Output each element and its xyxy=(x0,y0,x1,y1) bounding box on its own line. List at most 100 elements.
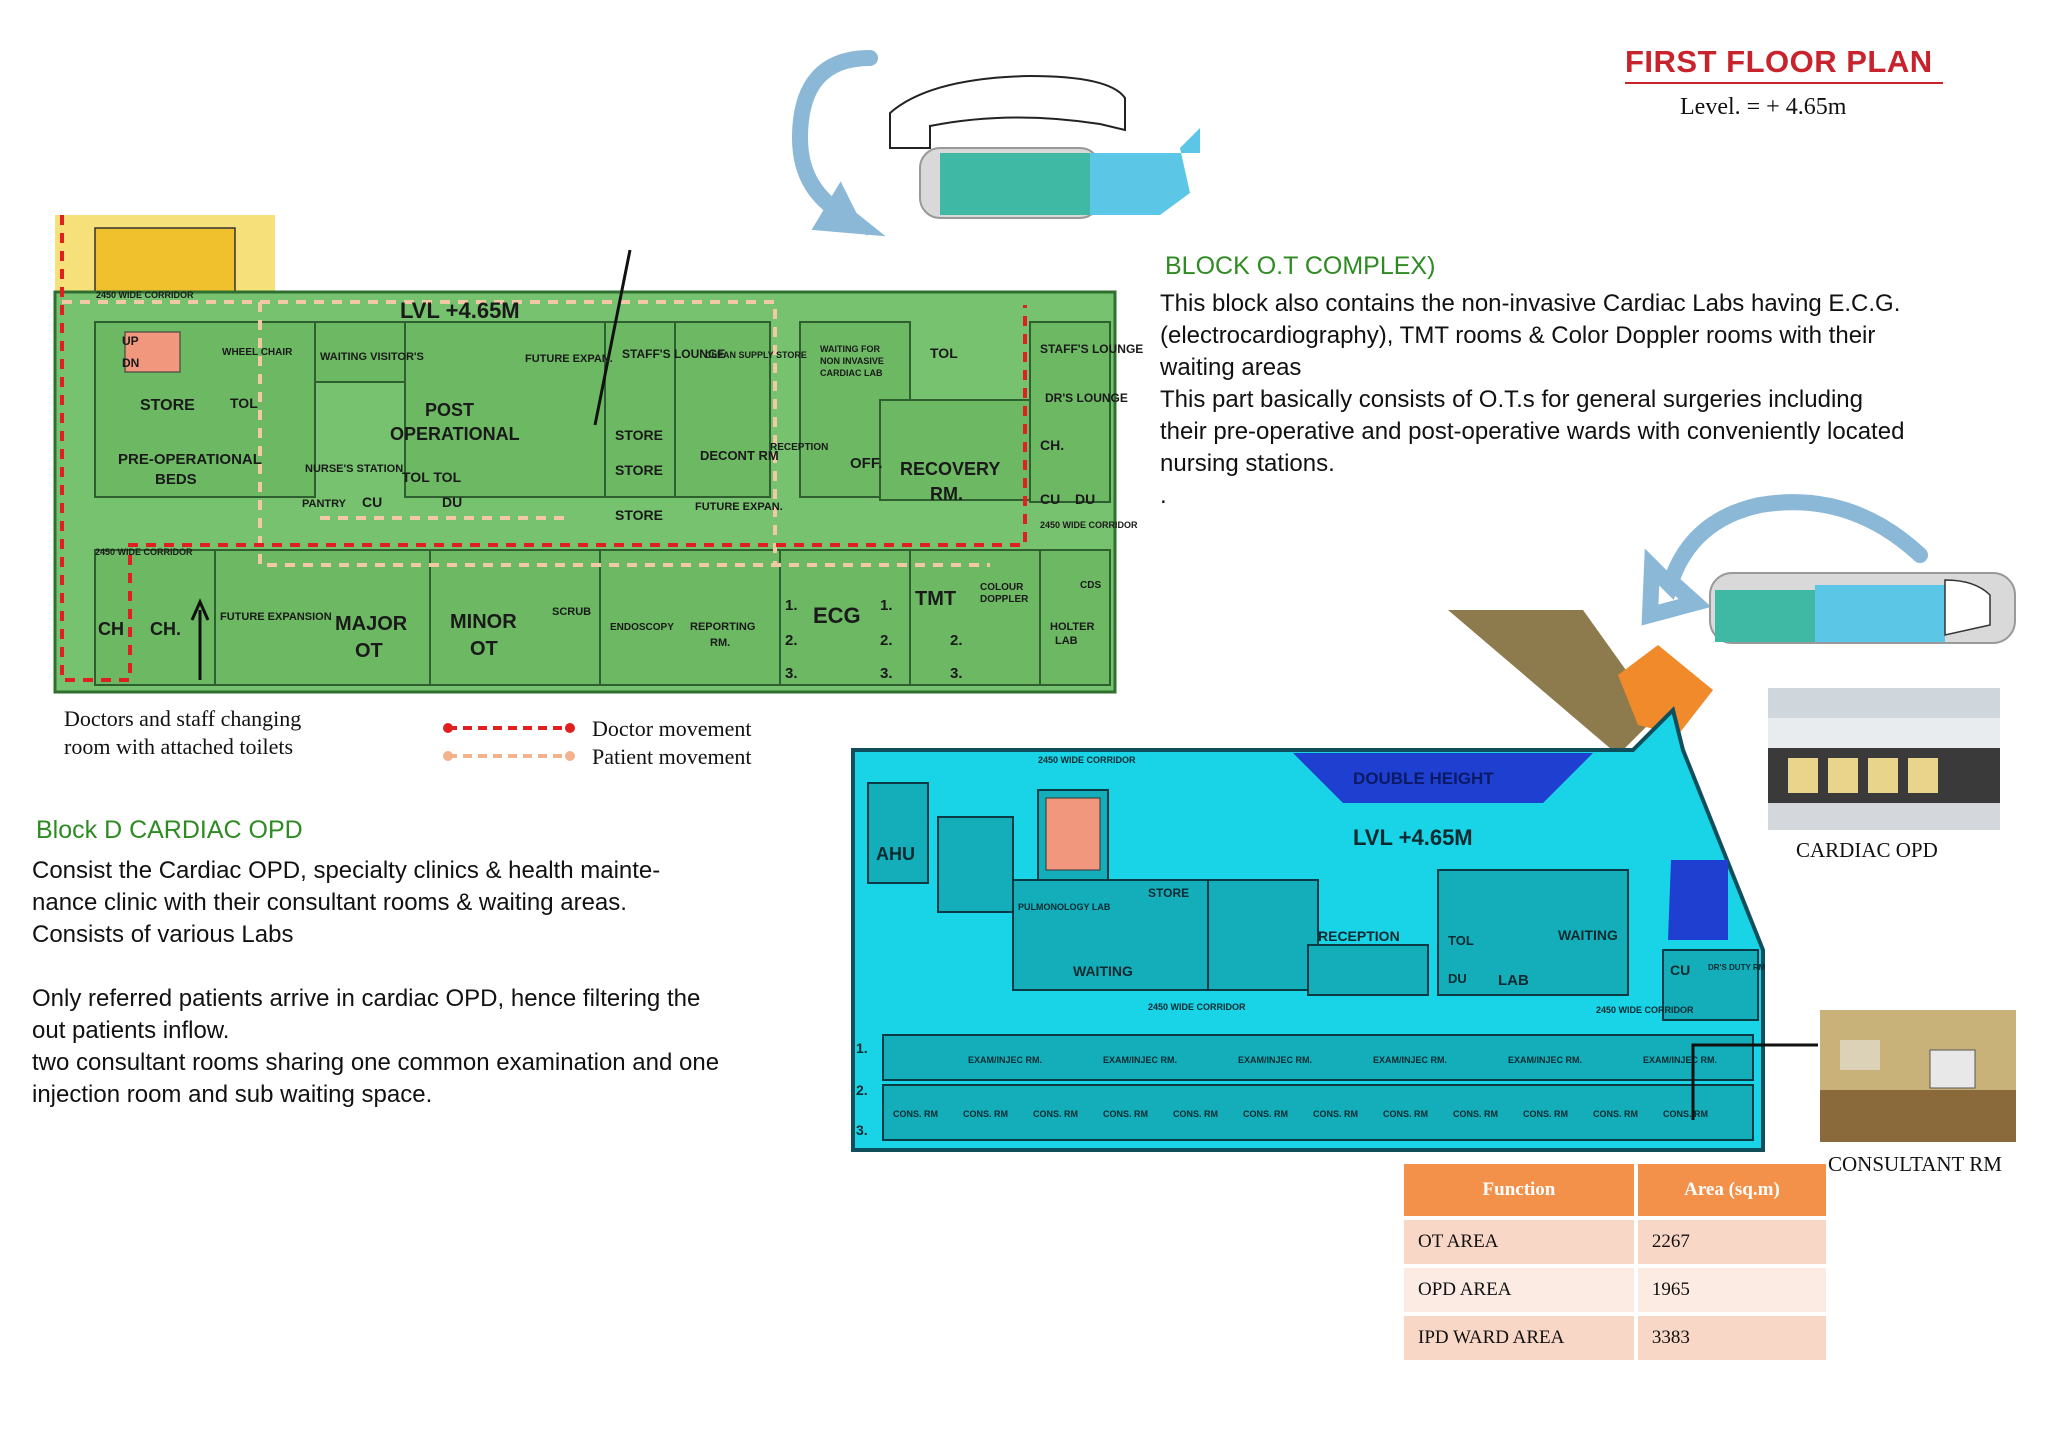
label-staff-lounge: STAFF'S LOUNGE xyxy=(622,347,725,361)
label-cons-12: CONS. RM xyxy=(1663,1109,1708,1119)
label-cons-7: CONS. RM xyxy=(1313,1109,1358,1119)
area-table-header-function: Function xyxy=(1404,1164,1634,1216)
label-ecg-2: 2. xyxy=(785,632,798,649)
ot-complex-plan: LVL +4.65M 2450 WIDE CORRIDOR UP DN WHEE… xyxy=(53,215,1143,694)
label-reception: RECEPTION xyxy=(770,442,828,453)
label-opd-du: DU xyxy=(1448,971,1467,986)
label-cons-1: CONS. RM xyxy=(893,1109,938,1119)
page-title: FIRST FLOOR PLAN xyxy=(1625,44,1933,79)
label-minor-ot-2: OT xyxy=(470,638,498,660)
label-major-ot-2: OT xyxy=(355,640,383,662)
label-cu-right: CU xyxy=(1040,491,1060,507)
patient-movement-path xyxy=(62,300,990,567)
label-store-2: STORE xyxy=(615,427,663,443)
photo-panel xyxy=(1828,758,1858,793)
table-row: OT AREA 2267 xyxy=(1404,1220,1826,1264)
label-endoscopy: ENDOSCOPY xyxy=(610,622,674,633)
label-du: DU xyxy=(442,494,462,510)
cardiac-desc-line: Consists of various Labs xyxy=(32,921,294,948)
label-waiting-cardiac-1: WAITING FOR xyxy=(820,344,880,354)
photo-desk xyxy=(1820,1090,2016,1142)
room-store-block xyxy=(1207,879,1319,991)
label-ch-2: CH. xyxy=(150,619,181,639)
label-future-expan: FUTURE EXPAN. xyxy=(525,353,613,365)
doctor-movement-path xyxy=(60,215,1027,682)
ot-desc-line: . xyxy=(1160,482,1167,509)
key-plan-outline xyxy=(889,74,1126,149)
label-cons-3: CONS. RM xyxy=(1033,1109,1078,1119)
label-exam-1: EXAM/INJEC RM. xyxy=(968,1055,1042,1065)
key-plan-right-arrow xyxy=(1641,494,1928,626)
cardiac-opd-plan: DOUBLE HEIGHT LVL +4.65M 2450 WIDE CORRI… xyxy=(851,610,1818,1152)
room-changing xyxy=(94,549,216,686)
cardiac-block-description: Consist the Cardiac OPD, specialty clini… xyxy=(32,855,719,1111)
table-cell-area: 2267 xyxy=(1637,1220,1826,1264)
key-plan-right-block-ot xyxy=(1715,590,1815,642)
ramp-hatched xyxy=(1448,610,1658,755)
room-lab-block xyxy=(1437,869,1629,996)
stair-up-marker xyxy=(124,331,181,373)
table-cell-area: 1965 xyxy=(1637,1268,1826,1312)
label-exam-6: EXAM/INJEC RM. xyxy=(1643,1055,1717,1065)
ot-desc-line: their pre-operative and post-operative w… xyxy=(1160,418,1905,445)
label-tol-tol: TOL TOL xyxy=(402,469,462,485)
label-store-4: STORE xyxy=(615,507,663,523)
label-ecg-b-1: 1. xyxy=(880,597,893,614)
table-cell-function: OT AREA xyxy=(1404,1220,1634,1264)
key-plan-arrow xyxy=(791,50,886,237)
label-waiting-right: WAITING xyxy=(1558,927,1618,943)
label-ecg-3: 3. xyxy=(785,665,798,682)
photo-floor xyxy=(1768,803,2000,830)
key-plan-right xyxy=(1641,494,2016,644)
cardiac-desc-line: two consultant rooms sharing one common … xyxy=(32,1049,720,1076)
key-plan-right-outline xyxy=(1944,579,1991,636)
corridor-label-mid: 2450 WIDE CORRIDOR xyxy=(95,547,193,557)
label-clean-supply: CLEAN SUPPLY STORE xyxy=(705,350,807,360)
cardiac-desc-line: injection room and sub waiting space. xyxy=(32,1081,433,1108)
level-label: Level. = + 4.65m xyxy=(1680,94,1847,120)
cons-room-strip xyxy=(882,1084,1754,1141)
room-store-column xyxy=(604,321,676,498)
label-cons-6: CONS. RM xyxy=(1243,1109,1288,1119)
label-store: STORE xyxy=(140,397,195,414)
label-future-expansion: FUTURE EXPANSION xyxy=(220,611,332,623)
label-opd-lab: LAB xyxy=(1498,972,1529,989)
table-cell-area: 3383 xyxy=(1637,1316,1826,1360)
double-height-void xyxy=(1293,753,1593,803)
legend-patient-label: Patient movement xyxy=(592,744,752,769)
room-post-op xyxy=(404,321,606,498)
label-nurses-station: NURSE'S STATION xyxy=(305,463,403,475)
label-tol-2: TOL xyxy=(930,345,958,361)
area-table: Function Area (sq.m) OT AREA 2267 OPD AR… xyxy=(1400,1160,1830,1364)
label-pre-op-2: BEDS xyxy=(155,471,197,488)
label-colour-doppler-1: COLOUR xyxy=(980,582,1024,593)
label-holter-1: HOLTER xyxy=(1050,621,1094,633)
opd-corridor-top: 2450 WIDE CORRIDOR xyxy=(1038,755,1136,765)
label-waiting-left: WAITING xyxy=(1073,963,1133,979)
key-plan-right-block-d xyxy=(1815,585,1945,642)
ot-level-label: LVL +4.65M xyxy=(400,298,520,323)
cardiac-opd-caption: CARDIAC OPD xyxy=(1796,838,1938,862)
label-opd-1: 1. xyxy=(856,1040,868,1056)
label-waiting-cardiac-3: CARDIAC LAB xyxy=(820,368,883,378)
label-up: UP xyxy=(122,334,139,348)
label-post-op-1: POST xyxy=(425,400,474,420)
consultant-room-photo xyxy=(1820,1010,2016,1142)
photo-monitor xyxy=(1929,1049,1976,1089)
label-ch-1: CH xyxy=(98,619,124,639)
exam-room-strip xyxy=(882,1034,1754,1081)
label-opd-cu: CU xyxy=(1670,962,1690,978)
label-opd-reception: RECEPTION xyxy=(1318,928,1400,944)
label-pantry: PANTRY xyxy=(302,498,347,510)
key-plan-top xyxy=(791,50,1200,237)
label-minor-ot-1: MINOR xyxy=(450,611,517,633)
label-waiting-visitors: WAITING VISITOR'S xyxy=(320,351,424,363)
ot-desc-line: This part basically consists of O.T.s fo… xyxy=(1160,386,1863,413)
annotation-arrow-top xyxy=(593,249,632,426)
label-exam-5: EXAM/INJEC RM. xyxy=(1508,1055,1582,1065)
photo-frame xyxy=(1840,1040,1880,1070)
legend-doctor-end xyxy=(565,723,575,733)
label-reporting-2: RM. xyxy=(710,637,730,649)
movement-legend-lines xyxy=(443,723,575,761)
ot-block-description: This block also contains the non-invasiv… xyxy=(1160,288,1904,512)
